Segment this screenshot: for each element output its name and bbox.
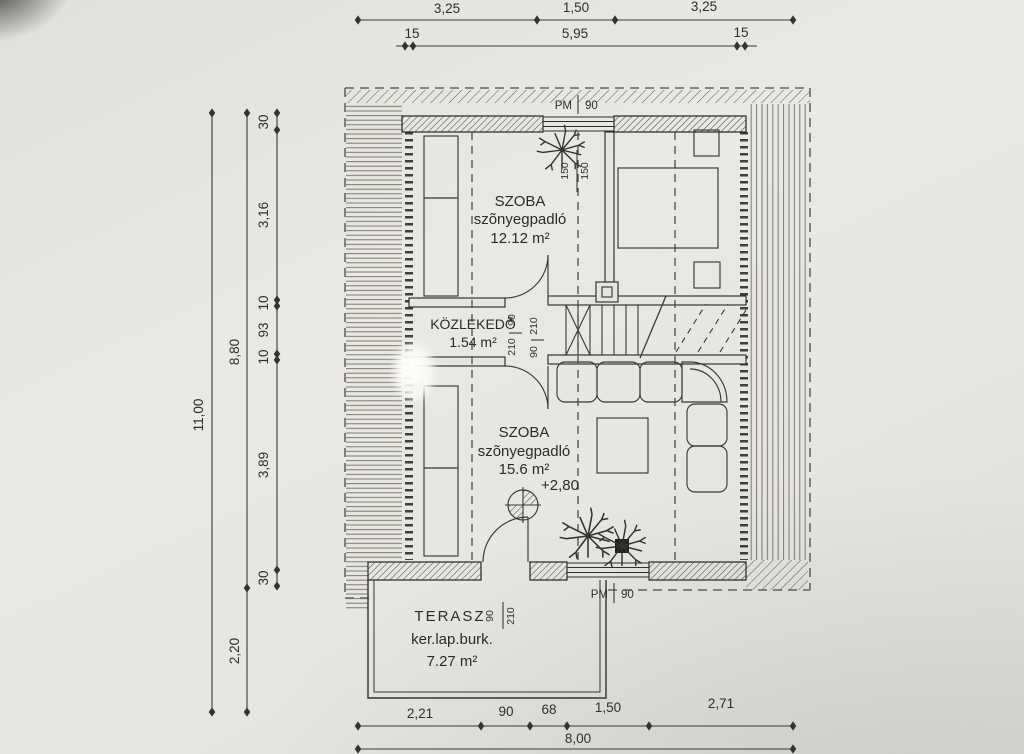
room-lower-name: SZOBA [499,424,550,441]
door-terrace-w: 90 [484,610,496,622]
dim-bot-4: 1,50 [595,700,621,715]
room-upper-name: SZOBA [495,193,546,210]
dim-bot-2: 90 [498,704,513,719]
window-bottom-code: PM [591,589,608,601]
interior-walls [408,131,747,367]
wardrobe-lower [423,385,459,557]
knee-walls [405,132,748,560]
dim-top-s3: 15 [733,25,748,40]
door-terrace-h: 210 [505,607,517,625]
dim-top-s1: 15 [404,26,419,41]
terrace-area: 7.27 m² [427,653,478,670]
door-upper-label: 90 210 [506,314,522,356]
window-bottom [566,562,650,580]
plant-icon [558,506,615,560]
photo-glare [394,344,434,400]
dimension-lines-top: 3,25 1,50 3,25 15 5,95 15 [354,0,797,51]
room-lower-area: 15.6 m² [499,461,550,478]
terrace-flooring: ker.lap.burk. [411,631,493,648]
bed [617,129,721,289]
dim-top-s2: 5,95 [562,26,588,41]
terrace [367,580,607,699]
dim-left-d4: 93 [256,322,271,337]
door-upper-w: 90 [506,314,518,326]
plants [536,124,647,568]
nightstand [693,129,720,157]
window-bottom-size: 90 [621,589,634,601]
wardrobe-upper [423,135,459,297]
dim-left-d2: 3,16 [256,202,271,228]
dimension-lines-left: 11,00 8,80 2,20 30 3,16 10 93 10 3,89 30 [191,108,281,717]
terrace-name: TERASZ [414,608,485,625]
dim-left-d7: 30 [256,570,271,585]
door-upper [504,254,549,299]
room-upper-area: 12.12 m² [490,230,549,247]
window-side-dims: 150 150 [559,150,591,192]
roof-height-lines [471,132,676,560]
window-bottom-label: PM 90 [591,583,634,603]
dim-top-2: 1,50 [563,0,589,15]
dim-bot-total: 8,00 [565,731,591,746]
dim-top-1: 3,25 [434,1,460,16]
dim-left-d5: 10 [256,349,271,364]
dim-top-3: 3,25 [691,0,717,14]
window-top [542,116,615,132]
window-top-code: PM [555,100,572,112]
dim-bot-1: 2,21 [407,706,433,721]
window-side-dim-2: 150 [579,162,591,180]
dim-left-880: 8,80 [227,339,242,365]
window-top-size: 90 [585,100,598,112]
coffee-table [596,417,649,474]
room-lower-level: +2,80 [541,477,579,494]
dim-left-d3: 10 [256,295,271,310]
window-top-label: PM 90 [555,95,598,114]
door-upper-h: 210 [506,338,518,356]
room-upper-flooring: szõnyegpadló [474,211,567,228]
dim-left-d1: 30 [256,114,271,129]
round-table [505,487,541,523]
exterior-walls [367,115,747,581]
door-lower-label: 210 90 [528,317,544,358]
room-labels: SZOBA szõnyegpadló 12.12 m² KÖZLEKEDÕ 1.… [411,193,579,670]
dim-left-d6: 3,89 [256,452,271,478]
window-side-dim-1: 150 [559,162,571,180]
door-lower-w: 90 [528,346,540,358]
hallway-name: KÖZLEKEDÕ [430,315,516,332]
dimension-lines-bottom: 2,21 90 68 1,50 2,71 8,00 [354,696,797,754]
dim-bot-3: 68 [541,702,556,717]
door-lower [504,365,549,410]
nightstand [693,261,721,289]
dim-left-220: 2,20 [227,638,242,664]
dim-left-total: 11,00 [191,399,206,432]
hallway-area: 1.54 m² [449,334,497,350]
door-terrace-label: 90 210 [484,602,517,629]
plant-icon [595,519,647,568]
door-terrace [482,516,529,563]
room-lower-flooring: szõnyegpadló [478,443,571,460]
door-lower-h: 210 [528,317,540,335]
sofa [556,361,728,493]
dim-bot-5: 2,71 [708,696,734,711]
